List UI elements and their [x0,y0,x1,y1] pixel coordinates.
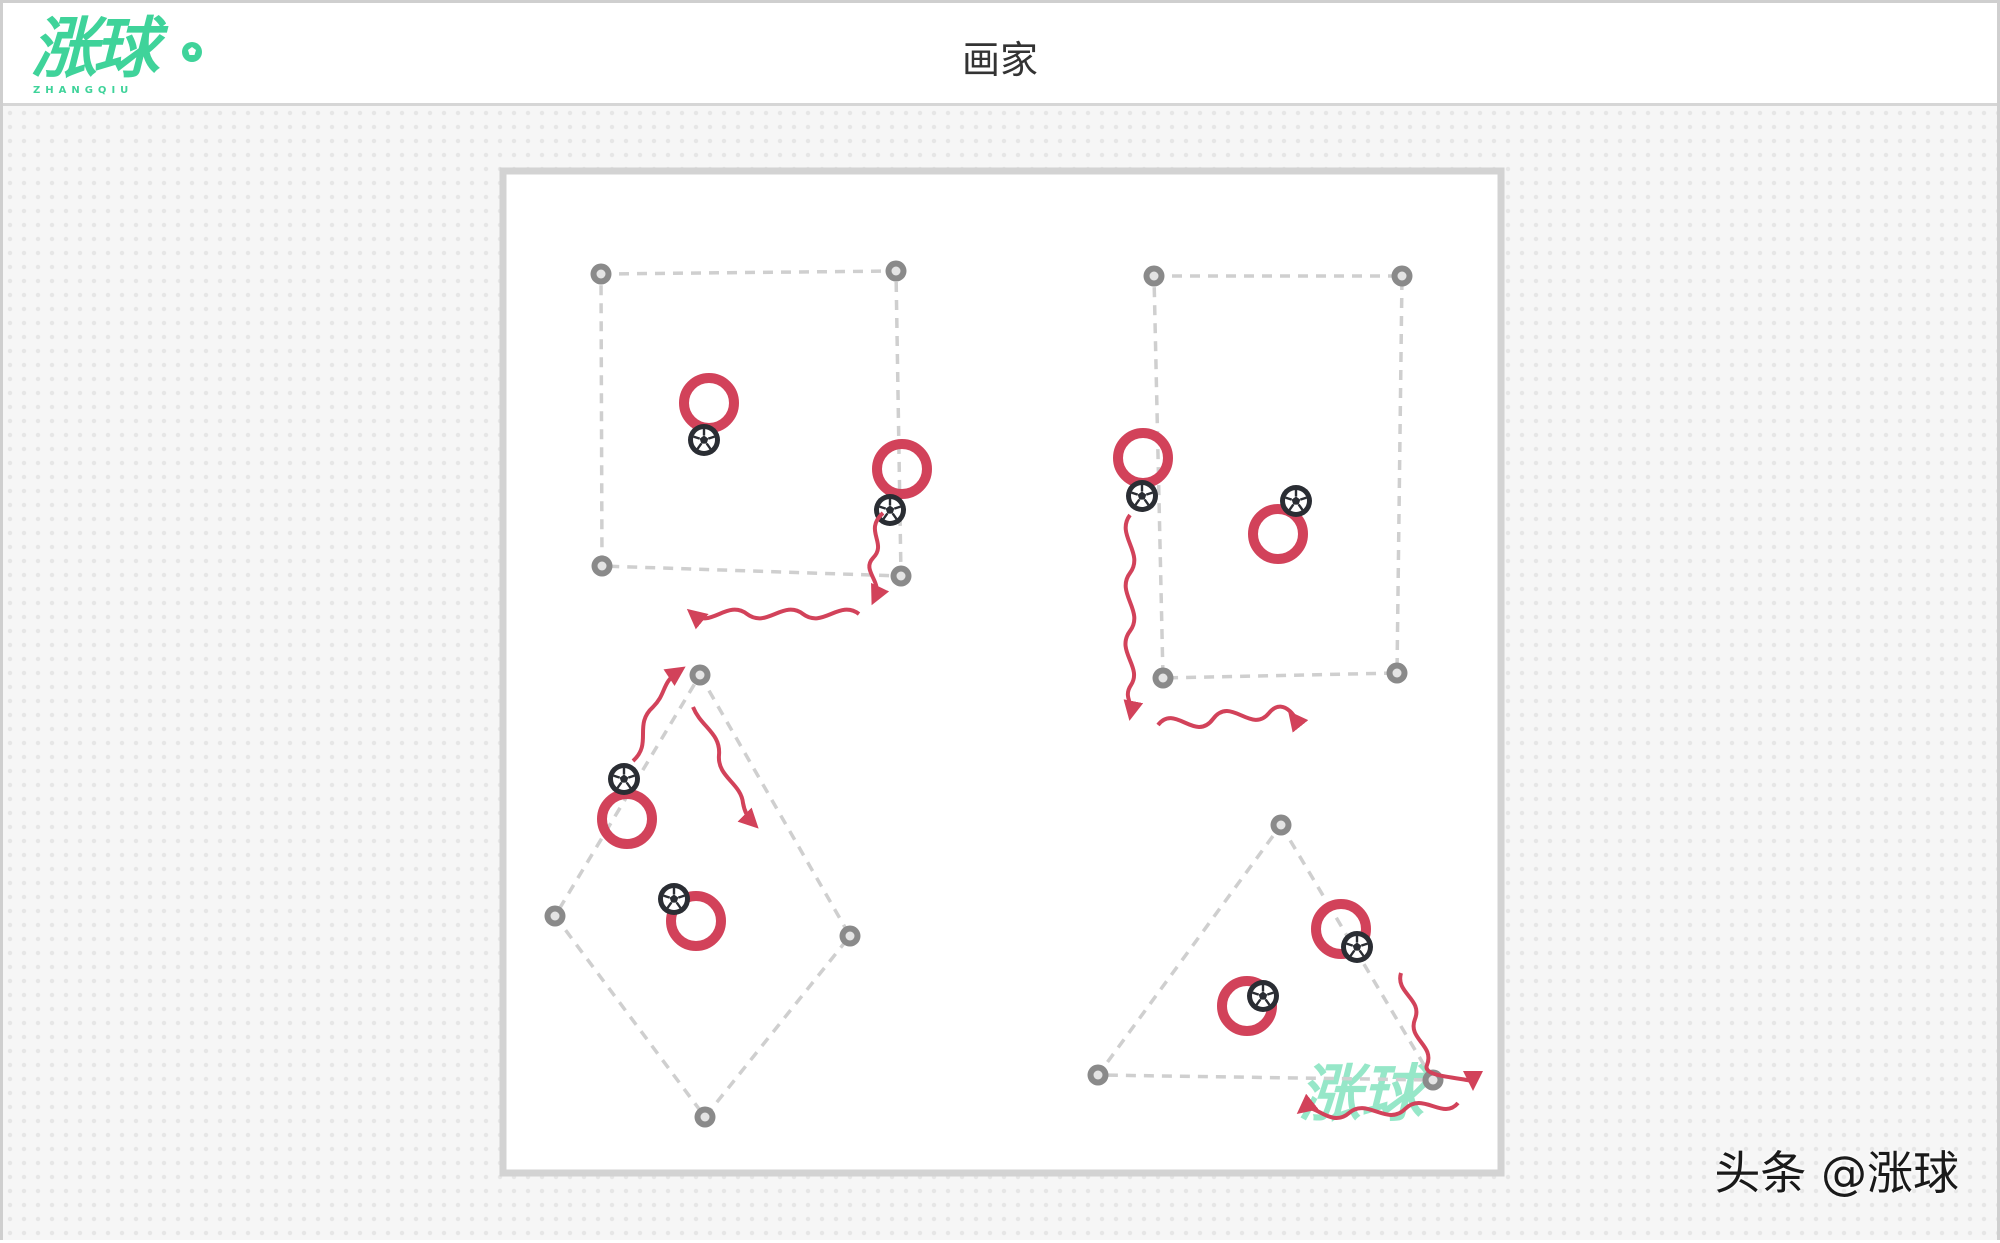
soccer-ball-icon[interactable] [1245,978,1281,1014]
soccer-ball-icon[interactable] [1278,483,1314,519]
soccer-ball-icon [182,42,202,62]
player-ring-icon[interactable] [872,439,932,499]
dashed-boundary [1152,274,1404,680]
dashed-boundary [552,671,853,1120]
logo-subtext: ZHANGQIU [33,85,134,96]
player-ring-icon[interactable] [1248,504,1308,564]
drill-triangle-bottom-right [1087,814,1483,1121]
page-title: 画家 [961,38,1038,82]
cone-icon[interactable] [1143,265,1165,287]
cone-icon[interactable] [839,925,861,947]
soccer-ball-icon[interactable] [872,492,908,528]
player-ring-icon[interactable] [666,891,726,951]
drill-diamond-bottom-left [544,664,861,1128]
cone-icon[interactable] [885,260,907,282]
field-watermark-logo: 涨球 [1299,1057,1432,1130]
dribble-run-arrow [1156,704,1309,733]
top-bar: 涨球 ZHANGQIU 画家 [3,3,1997,106]
cone-icon[interactable] [591,555,613,577]
soccer-ball-icon[interactable] [1339,929,1375,965]
dribble-run-arrow [867,511,890,606]
brand-logo[interactable]: 涨球 ZHANGQIU [31,10,221,96]
soccer-ball-icon[interactable] [686,422,722,458]
pitch [499,167,1505,1177]
source-watermark: 头条 @涨球 [1714,1146,1959,1200]
cone-icon[interactable] [1087,1064,1109,1086]
cone-icon[interactable] [1386,662,1408,684]
cone-icon[interactable] [1391,265,1413,287]
cone-icon[interactable] [1152,667,1174,689]
cone-icon[interactable] [689,664,711,686]
cone-icon[interactable] [890,565,912,587]
dribble-run-arrow [691,706,759,829]
dribble-run-arrow [1296,1093,1460,1121]
cone-icon[interactable] [590,263,612,285]
drill-square-top-left [590,260,932,630]
drill-square-top-right [1113,265,1413,733]
logo-text: 涨球 [31,10,159,87]
soccer-ball-icon[interactable] [1124,478,1160,514]
drill-diagram: 涨球 [499,167,1505,1177]
cone-icon[interactable] [694,1106,716,1128]
cone-icon[interactable] [1270,814,1292,836]
player-ring-icon[interactable] [1311,899,1371,959]
dribble-run-arrow [1123,513,1144,721]
cone-icon[interactable] [544,905,566,927]
dribble-run-arrow [631,666,686,763]
soccer-ball-icon[interactable] [656,881,692,917]
soccer-ball-icon[interactable] [606,761,642,797]
dribble-run-arrow [686,607,861,630]
dribble-run-arrow [1398,972,1483,1091]
